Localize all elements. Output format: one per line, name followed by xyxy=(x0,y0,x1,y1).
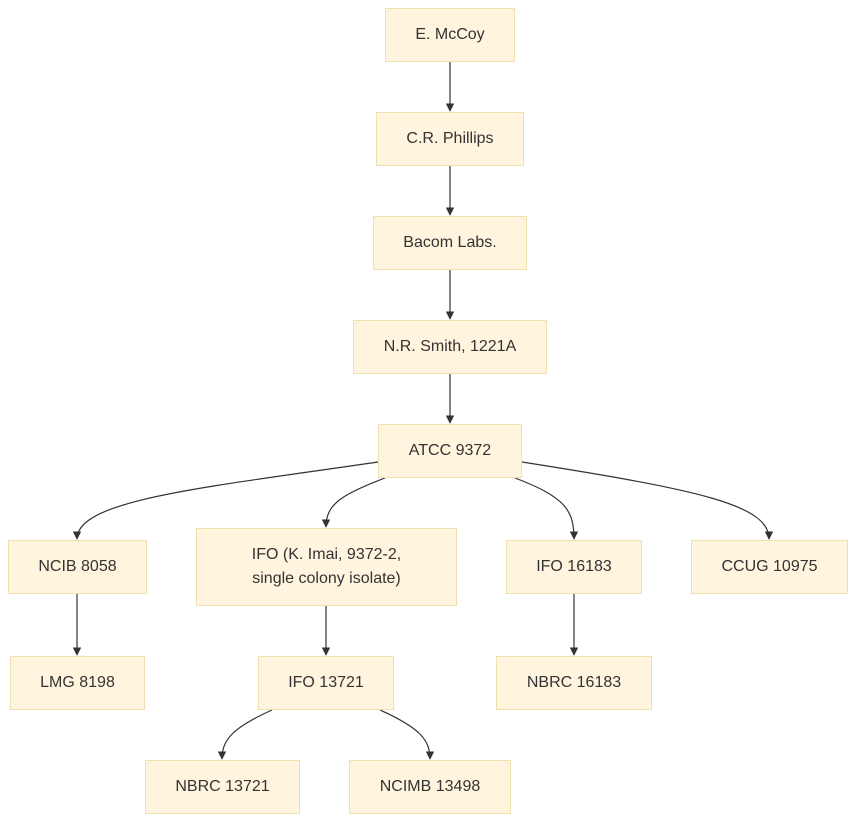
edge-atcc-ccug xyxy=(521,461,774,540)
node-nbrc16183: NBRC 16183 xyxy=(496,656,652,710)
node-lmg-label: LMG 8198 xyxy=(40,674,115,691)
node-lmg: LMG 8198 xyxy=(10,656,145,710)
edge-atcc-ifo-imai xyxy=(321,477,386,528)
node-ifo13721: IFO 13721 xyxy=(258,656,394,710)
node-ifo-imai: IFO (K. Imai, 9372-2, single colony isol… xyxy=(196,528,457,606)
node-ncimb: NCIMB 13498 xyxy=(349,760,511,814)
node-ifo13721-label: IFO 13721 xyxy=(288,674,364,691)
node-nbrc13721: NBRC 13721 xyxy=(145,760,300,814)
node-ccug-label: CCUG 10975 xyxy=(721,558,818,575)
node-atcc: ATCC 9372 xyxy=(378,424,522,478)
node-ncimb-label: NCIMB 13498 xyxy=(379,778,481,795)
node-smith: N.R. Smith, 1221A xyxy=(353,320,547,374)
node-ncib: NCIB 8058 xyxy=(8,540,147,594)
node-mccoy-label: E. McCoy xyxy=(415,26,485,43)
node-phillips-label: C.R. Phillips xyxy=(406,130,494,147)
edge-atcc-ifo16183 xyxy=(514,477,579,540)
edge-ifo13721-ncimb xyxy=(379,709,435,760)
node-atcc-label: ATCC 9372 xyxy=(408,442,492,459)
node-ifo16183: IFO 16183 xyxy=(506,540,642,594)
node-bacom-label: Bacom Labs. xyxy=(403,234,497,251)
edge-atcc-ncib xyxy=(72,461,379,540)
node-mccoy: E. McCoy xyxy=(385,8,515,62)
node-ifo-imai-label-line1: IFO (K. Imai, 9372-2, xyxy=(251,546,402,563)
node-ncib-label: NCIB 8058 xyxy=(38,558,117,575)
node-smith-label: N.R. Smith, 1221A xyxy=(383,338,517,355)
node-nbrc13721-label: NBRC 13721 xyxy=(175,778,270,795)
node-ifo16183-label: IFO 16183 xyxy=(536,558,612,575)
node-ifo-imai-label-line2: single colony isolate) xyxy=(252,570,401,587)
node-ccug: CCUG 10975 xyxy=(691,540,848,594)
edge-ifo13721-nbrc13721 xyxy=(217,709,273,760)
node-nbrc16183-label: NBRC 16183 xyxy=(526,674,622,691)
node-phillips: C.R. Phillips xyxy=(376,112,524,166)
node-bacom: Bacom Labs. xyxy=(373,216,527,270)
